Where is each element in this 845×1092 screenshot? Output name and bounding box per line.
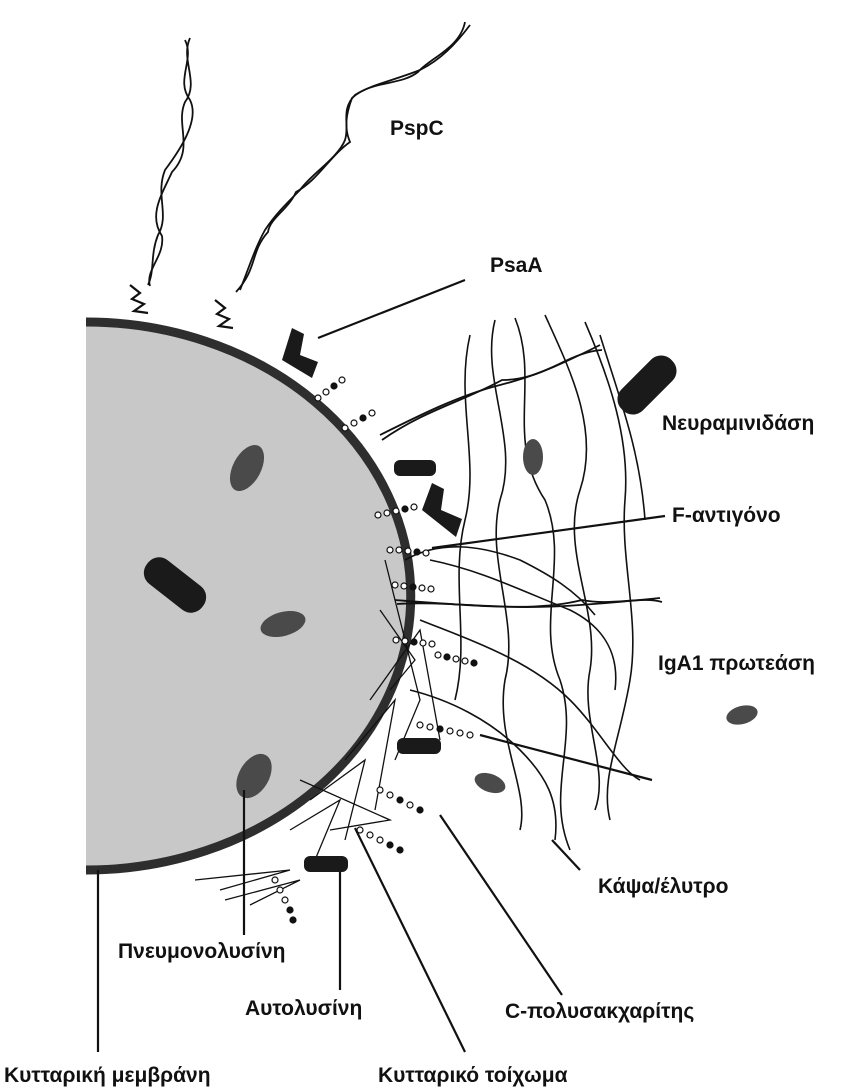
bead-chain-2 bbox=[342, 410, 375, 431]
mesh-line-9 bbox=[225, 880, 300, 905]
bead-chain-8 bbox=[417, 722, 473, 738]
label-psaa: PsaA bbox=[490, 254, 543, 277]
label-cell-membrane: Κυτταρική μεμβράνη bbox=[4, 1064, 211, 1087]
leader-f-antigen bbox=[432, 516, 665, 548]
pspc-strand-4a bbox=[395, 598, 660, 607]
bead-chain-10 bbox=[357, 827, 403, 853]
label-neuraminidase: Νευραμινιδάση bbox=[662, 412, 814, 435]
pspc-strand-1a bbox=[148, 40, 193, 285]
label-pneumolysin: Πνευμονολυσίνη bbox=[118, 940, 286, 963]
pspc-strand-4b bbox=[397, 600, 662, 607]
capsule-chain-1 bbox=[492, 320, 522, 830]
psaa-protein-2 bbox=[422, 483, 462, 537]
bead-chain-9 bbox=[377, 787, 423, 813]
capsule-oval-1 bbox=[523, 439, 543, 475]
capsule-chain-9 bbox=[410, 690, 556, 840]
psaa-protein-1 bbox=[282, 328, 318, 378]
capsule-oval-2 bbox=[724, 702, 760, 728]
leader-capsule bbox=[552, 840, 580, 870]
bead-chain-7 bbox=[435, 652, 477, 666]
label-iga1-protease: IgA1 πρωτεάση bbox=[658, 652, 815, 675]
capsule-chain-10 bbox=[600, 335, 645, 520]
capsule-oval-3 bbox=[472, 769, 508, 797]
label-f-antigen: F-αντιγόνο bbox=[672, 504, 781, 527]
bead-chain-1 bbox=[315, 377, 345, 401]
surface-rect-1 bbox=[394, 460, 436, 476]
leader-c-polysaccharide bbox=[440, 815, 562, 995]
label-autolysin: Αυτολυσίνη bbox=[245, 997, 362, 1020]
leader-psaa bbox=[318, 280, 465, 338]
label-cell-wall: Κυτταρικό τοίχωμα bbox=[378, 1064, 568, 1087]
pspc-strand-2a bbox=[240, 25, 470, 290]
pspc-anchor-1 bbox=[130, 285, 148, 313]
pspc-strand-2b bbox=[236, 22, 465, 292]
surface-rect-2 bbox=[397, 738, 441, 754]
capsule-chain-3 bbox=[545, 315, 599, 810]
autolysin-rect bbox=[304, 856, 348, 872]
capsule-chain-6 bbox=[430, 560, 616, 690]
pspc-anchor-2 bbox=[215, 300, 233, 328]
label-capsule: Κάψα/έλυτρο bbox=[598, 875, 728, 898]
leader-cell-wall bbox=[355, 828, 465, 1052]
label-c-polysaccharide: C-πολυσακχαρίτης bbox=[505, 1000, 694, 1023]
neuraminidase-outside bbox=[612, 350, 683, 421]
label-pspc: PspC bbox=[390, 117, 444, 140]
